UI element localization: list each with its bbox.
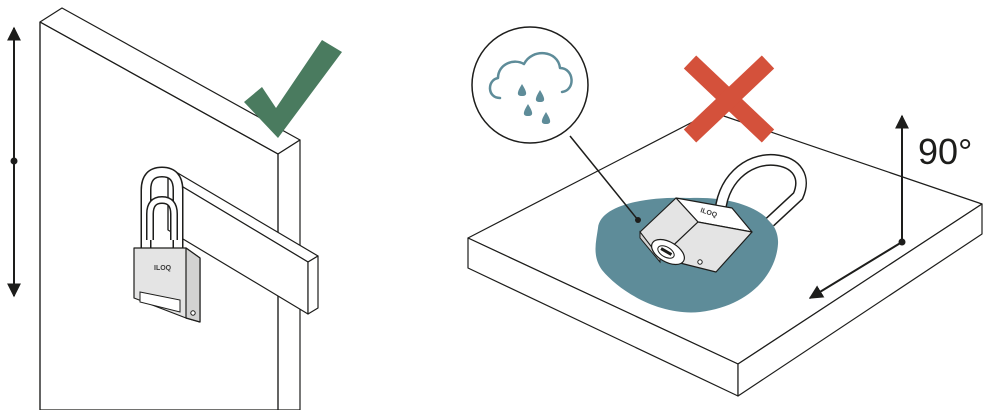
cross-icon — [683, 55, 775, 143]
horizontal-padlock: ILOQ — [639, 153, 807, 273]
padlock-brand-label: ILOQ — [154, 265, 172, 272]
hasp-plate — [167, 171, 319, 315]
vertical-dimension-arrow — [7, 26, 22, 298]
angle-indicator: 90° — [808, 114, 972, 299]
callout-anchor-dot — [635, 217, 641, 223]
check-icon — [244, 40, 342, 138]
rain-callout — [471, 26, 589, 144]
right-panel-incorrect-horizontal-mounting: ILOQ 90° — [467, 26, 983, 397]
left-panel-correct-vertical-mounting: ILOQ — [7, 7, 342, 410]
callout-leader-line — [569, 135, 639, 221]
vertical-padlock: ILOQ — [133, 166, 201, 323]
rain-cloud-icon — [488, 52, 573, 124]
angle-label: 90° — [918, 131, 972, 172]
